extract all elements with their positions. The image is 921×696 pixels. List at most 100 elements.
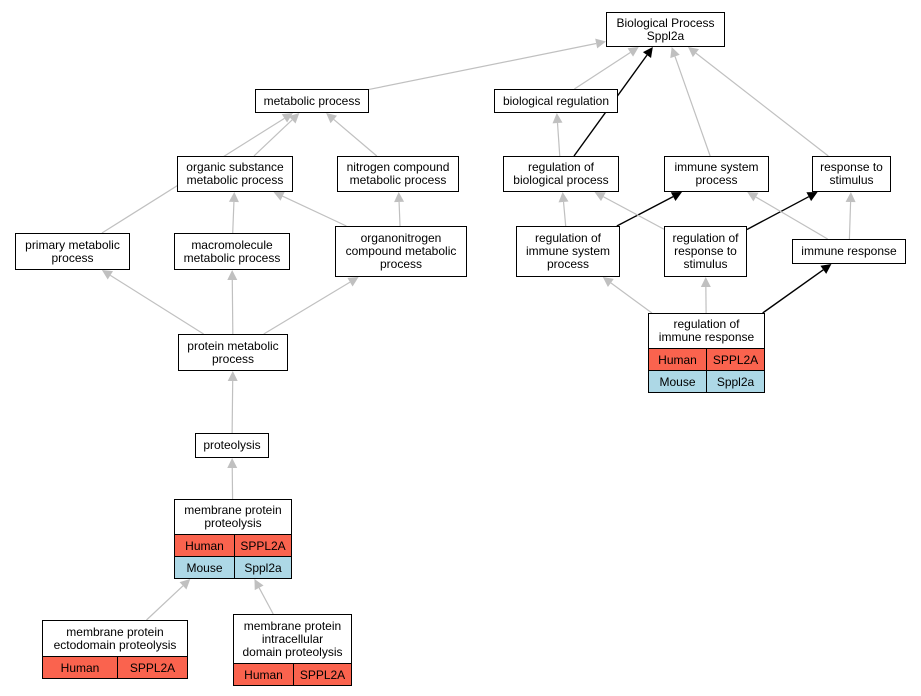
edge-protein_metabolic-to-macromolecule_metabolic bbox=[231, 279, 234, 335]
node-membrane-protein-intracellular-domain-proteolysis[interactable]: membrane protein intracellular domain pr… bbox=[233, 614, 352, 686]
node-nitrogen-compound-metabolic-process[interactable]: nitrogen compound metabolic process bbox=[337, 156, 459, 192]
edge-biological_regulation-to-biological_process bbox=[574, 51, 631, 90]
edge-immune_response-to-immune_system_process bbox=[755, 196, 828, 240]
node-metabolic-process[interactable]: metabolic process bbox=[255, 89, 369, 113]
node-regulation-of-immune-system-process[interactable]: regulation of immune system process bbox=[516, 226, 620, 277]
node-biological-regulation[interactable]: biological regulation bbox=[494, 89, 618, 113]
gene-row-human: Human SPPL2A bbox=[175, 534, 291, 556]
arrowhead-proteolysis-to-protein_metabolic bbox=[227, 371, 238, 382]
node-label: protein metabolic process bbox=[187, 338, 279, 366]
arrowhead-membrane_protein_ectodomain_proteolysis-to-membrane_protein_proteolysis bbox=[179, 579, 191, 590]
node-label: immune system process bbox=[674, 160, 759, 187]
node-label: biological regulation bbox=[502, 93, 610, 108]
edge-nitrogen_compound_metabolic-to-metabolic_process bbox=[333, 119, 378, 157]
edge-regulation_of_immune_system_process-to-regulation_of_biological_process bbox=[562, 201, 567, 227]
node-label: Biological Process Sppl2a bbox=[616, 15, 715, 43]
node-label: proteolysis bbox=[203, 438, 261, 452]
arrowhead-organonitrogen_compound_metabolic-to-nitrogen_compound_metabolic bbox=[394, 192, 405, 203]
node-label: macromolecule metabolic process bbox=[183, 237, 281, 265]
species-label: Human bbox=[649, 349, 706, 370]
node-organic-substance-metabolic-process[interactable]: organic substance metabolic process bbox=[177, 156, 293, 192]
species-label: Human bbox=[43, 657, 117, 678]
node-label: membrane protein ectodomain proteolysis bbox=[53, 624, 177, 652]
arrowhead-regulation_of_immune_system_process-to-regulation_of_biological_process bbox=[558, 192, 569, 203]
edge-membrane_protein_intracellular_domain_proteolysis-to-membrane_protein_proteolysis bbox=[258, 587, 274, 615]
edge-metabolic_process-to-biological_process bbox=[368, 42, 597, 91]
edge-organonitrogen_compound_metabolic-to-nitrogen_compound_metabolic bbox=[398, 201, 401, 227]
species-label: Mouse bbox=[175, 557, 234, 578]
node-regulation-of-biological-process[interactable]: regulation of biological process bbox=[503, 156, 619, 192]
arrowhead-regulation_of_immune_system_process-to-immune_system_process bbox=[670, 192, 683, 202]
node-immune-system-process[interactable]: immune system process bbox=[664, 156, 769, 192]
node-label: response to stimulus bbox=[820, 160, 883, 187]
edge-immune_system_process-to-biological_process bbox=[674, 56, 711, 157]
arrowhead-immune_response-to-response_to_stimulus bbox=[845, 192, 856, 203]
gene-label: SPPL2A bbox=[117, 657, 187, 678]
species-label: Human bbox=[175, 535, 234, 556]
gene-label: SPPL2A bbox=[234, 535, 291, 556]
edge-immune_response-to-response_to_stimulus bbox=[848, 201, 852, 240]
edge-regulation_of_response_to_stimulus-to-response_to_stimulus bbox=[746, 196, 810, 231]
edge-regulation_of_immune_system_process-to-immune_system_process bbox=[616, 196, 674, 227]
node-label: membrane protein intracellular domain pr… bbox=[242, 618, 343, 659]
arrowhead-response_to_stimulus-to-biological_process bbox=[688, 47, 699, 58]
node-protein-metabolic-process[interactable]: protein metabolic process bbox=[178, 334, 288, 371]
node-membrane-protein-ectodomain-proteolysis[interactable]: membrane protein ectodomain proteolysis … bbox=[42, 620, 188, 679]
arrowhead-regulation_of_immune_response-to-immune_response bbox=[820, 264, 832, 274]
node-regulation-of-response-to-stimulus[interactable]: regulation of response to stimulus bbox=[664, 226, 747, 277]
gene-row-human: Human SPPL2A bbox=[649, 348, 764, 370]
edge-response_to_stimulus-to-biological_process bbox=[695, 52, 829, 157]
arrowhead-regulation_of_response_to_stimulus-to-regulation_of_biological_process bbox=[594, 192, 606, 202]
arrowhead-organonitrogen_compound_metabolic-to-organic_substance_metabolic bbox=[273, 191, 285, 201]
gene-label: SPPL2A bbox=[293, 664, 351, 685]
gene-label: SPPL2A bbox=[706, 349, 764, 370]
edge-regulation_of_response_to_stimulus-to-regulation_of_biological_process bbox=[603, 196, 665, 230]
edge-macromolecule_metabolic-to-organic_substance_metabolic bbox=[232, 201, 235, 234]
edge-protein_metabolic-to-primary_metabolic bbox=[110, 274, 204, 335]
node-organonitrogen-compound-metabolic-process[interactable]: organonitrogen compound metabolic proces… bbox=[335, 226, 467, 277]
node-label: regulation of response to stimulus bbox=[672, 231, 739, 271]
node-label: organonitrogen compound metabolic proces… bbox=[345, 231, 457, 271]
arrowhead-biological_regulation-to-biological_process bbox=[627, 47, 639, 57]
node-regulation-of-immune-response[interactable]: regulation of immune response Human SPPL… bbox=[648, 313, 765, 393]
arrowhead-protein_metabolic-to-primary_metabolic bbox=[101, 270, 114, 280]
arrowhead-metabolic_process-to-biological_process bbox=[595, 38, 606, 49]
edge-proteolysis-to-protein_metabolic bbox=[231, 380, 234, 434]
gene-row-human: Human SPPL2A bbox=[43, 656, 187, 678]
node-label: regulation of biological process bbox=[513, 160, 609, 187]
node-label: regulation of immune response bbox=[658, 317, 755, 344]
arrowhead-nitrogen_compound_metabolic-to-metabolic_process bbox=[326, 113, 337, 124]
arrowhead-protein_metabolic-to-organonitrogen_compound_metabolic bbox=[347, 277, 359, 287]
node-membrane-protein-proteolysis[interactable]: membrane protein proteolysis Human SPPL2… bbox=[174, 499, 292, 579]
node-immune-response[interactable]: immune response bbox=[792, 239, 906, 264]
node-response-to-stimulus[interactable]: response to stimulus bbox=[812, 156, 891, 192]
gene-label: Sppl2a bbox=[234, 557, 291, 578]
arrowhead-organic_substance_metabolic-to-metabolic_process bbox=[288, 113, 300, 124]
node-label: primary metabolic process bbox=[25, 237, 120, 265]
arrowhead-regulation_of_response_to_stimulus-to-response_to_stimulus bbox=[806, 192, 818, 202]
node-biological-process[interactable]: Biological Process Sppl2a bbox=[606, 12, 725, 47]
node-primary-metabolic-process[interactable]: primary metabolic process bbox=[15, 233, 130, 270]
edge-protein_metabolic-to-organonitrogen_compound_metabolic bbox=[263, 281, 351, 335]
edge-organonitrogen_compound_metabolic-to-organic_substance_metabolic bbox=[282, 195, 347, 227]
edge-regulation_of_immune_response-to-regulation_of_immune_system_process bbox=[610, 282, 653, 314]
edge-regulation_of_immune_response-to-immune_response bbox=[762, 269, 824, 314]
species-label: Mouse bbox=[649, 371, 706, 392]
node-proteolysis[interactable]: proteolysis bbox=[195, 433, 269, 458]
gene-label: Sppl2a bbox=[706, 371, 764, 392]
arrowhead-immune_system_process-to-biological_process bbox=[670, 47, 680, 59]
node-macromolecule-metabolic-process[interactable]: macromolecule metabolic process bbox=[174, 233, 290, 270]
gene-row-human: Human SPPL2A bbox=[234, 663, 351, 685]
edge-regulation_of_biological_process-to-biological_regulation bbox=[556, 122, 561, 157]
node-label: organic substance metabolic process bbox=[186, 160, 284, 187]
node-label: membrane protein proteolysis bbox=[184, 503, 282, 530]
edge-membrane_protein_ectodomain_proteolysis-to-membrane_protein_proteolysis bbox=[146, 585, 184, 621]
arrowhead-regulation_of_biological_process-to-biological_process bbox=[642, 47, 653, 59]
arrowhead-immune_response-to-immune_system_process bbox=[747, 192, 759, 202]
arrowhead-membrane_protein_proteolysis-to-proteolysis bbox=[227, 458, 238, 469]
node-label: immune response bbox=[801, 244, 897, 258]
arrowhead-protein_metabolic-to-macromolecule_metabolic bbox=[227, 270, 238, 281]
arrowhead-regulation_of_immune_response-to-regulation_of_response_to_stimulus bbox=[700, 277, 711, 288]
edge-organic_substance_metabolic-to-metabolic_process bbox=[253, 119, 293, 157]
